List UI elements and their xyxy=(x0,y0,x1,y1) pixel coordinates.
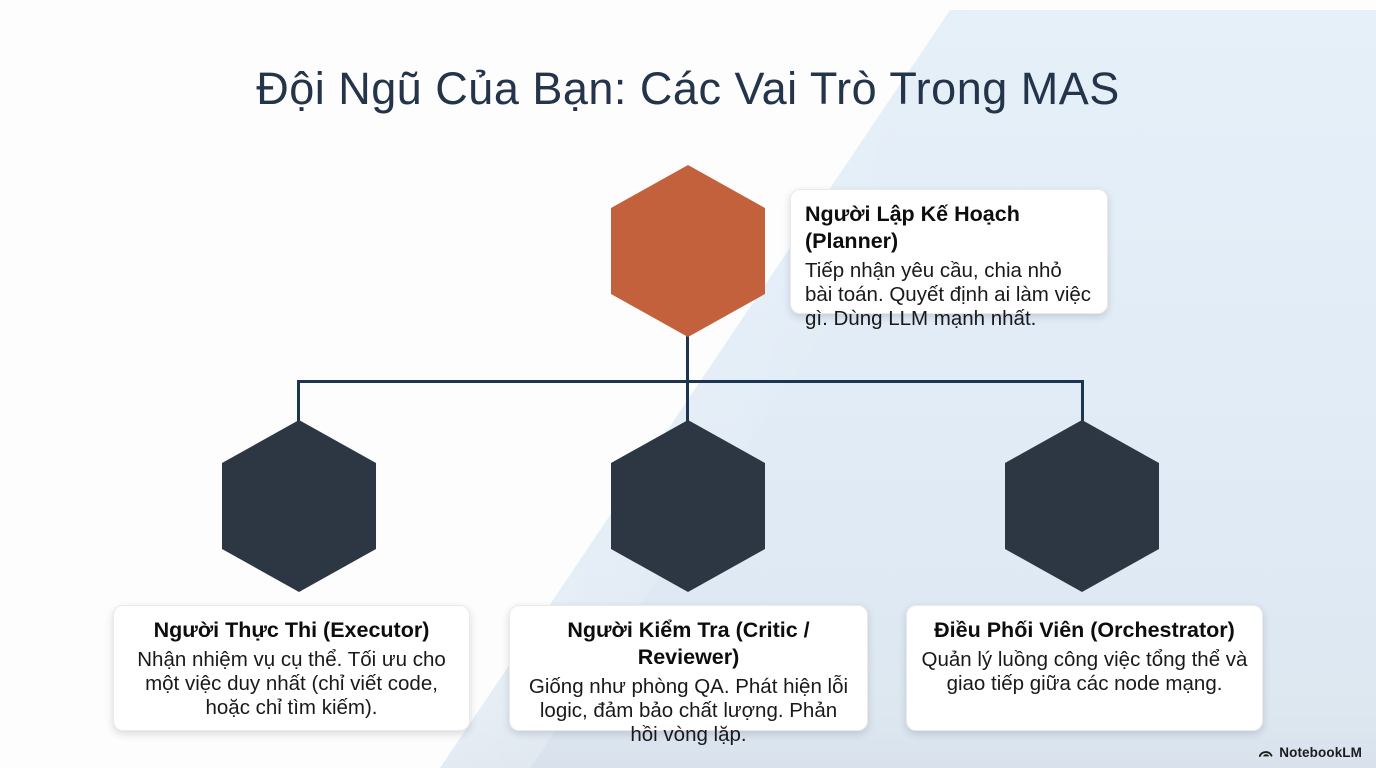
notebooklm-logo-text: NotebookLM xyxy=(1279,745,1362,760)
notebooklm-watermark: NotebookLM xyxy=(1257,744,1362,761)
connector-vertical-left xyxy=(297,380,300,424)
critic-hexagon xyxy=(611,420,765,592)
critic-card-description: Giống như phòng QA. Phát hiện lỗi logic,… xyxy=(528,674,849,746)
orchestrator-card-title: Điều Phối Viên (Orchestrator) xyxy=(934,618,1235,642)
executor-card-title: Người Thực Thi (Executor) xyxy=(153,618,430,642)
planner-hexagon xyxy=(611,165,765,337)
notebooklm-logo-icon xyxy=(1257,744,1274,761)
executor-card-description: Nhận nhiệm vụ cụ thể. Tối ưu cho một việ… xyxy=(137,647,446,719)
critic-card-title: Người Kiểm Tra (Critic / Reviewer) xyxy=(567,618,810,669)
executor-hexagon xyxy=(222,420,376,592)
connector-vertical-right xyxy=(1081,380,1084,424)
planner-card-description: Tiếp nhận yêu cầu, chia nhỏ bài toán. Qu… xyxy=(805,258,1092,330)
planner-card-title: Người Lập Kế Hoạch (Planner) xyxy=(805,202,1020,253)
orchestrator-card: Điều Phối Viên (Orchestrator) Quản lý lu… xyxy=(906,605,1263,731)
critic-card: Người Kiểm Tra (Critic / Reviewer) Giống… xyxy=(509,605,868,746)
orchestrator-card-description: Quản lý luồng công việc tổng thể và giao… xyxy=(921,647,1248,695)
page-title: Đội Ngũ Của Bạn: Các Vai Trò Trong MAS xyxy=(256,63,1120,114)
connector-horizontal xyxy=(297,380,1084,383)
connector-vertical-center xyxy=(686,332,689,424)
executor-card: Người Thực Thi (Executor) Nhận nhiệm vụ … xyxy=(113,605,470,731)
planner-card: Người Lập Kế Hoạch (Planner) Tiếp nhận y… xyxy=(790,189,1108,330)
